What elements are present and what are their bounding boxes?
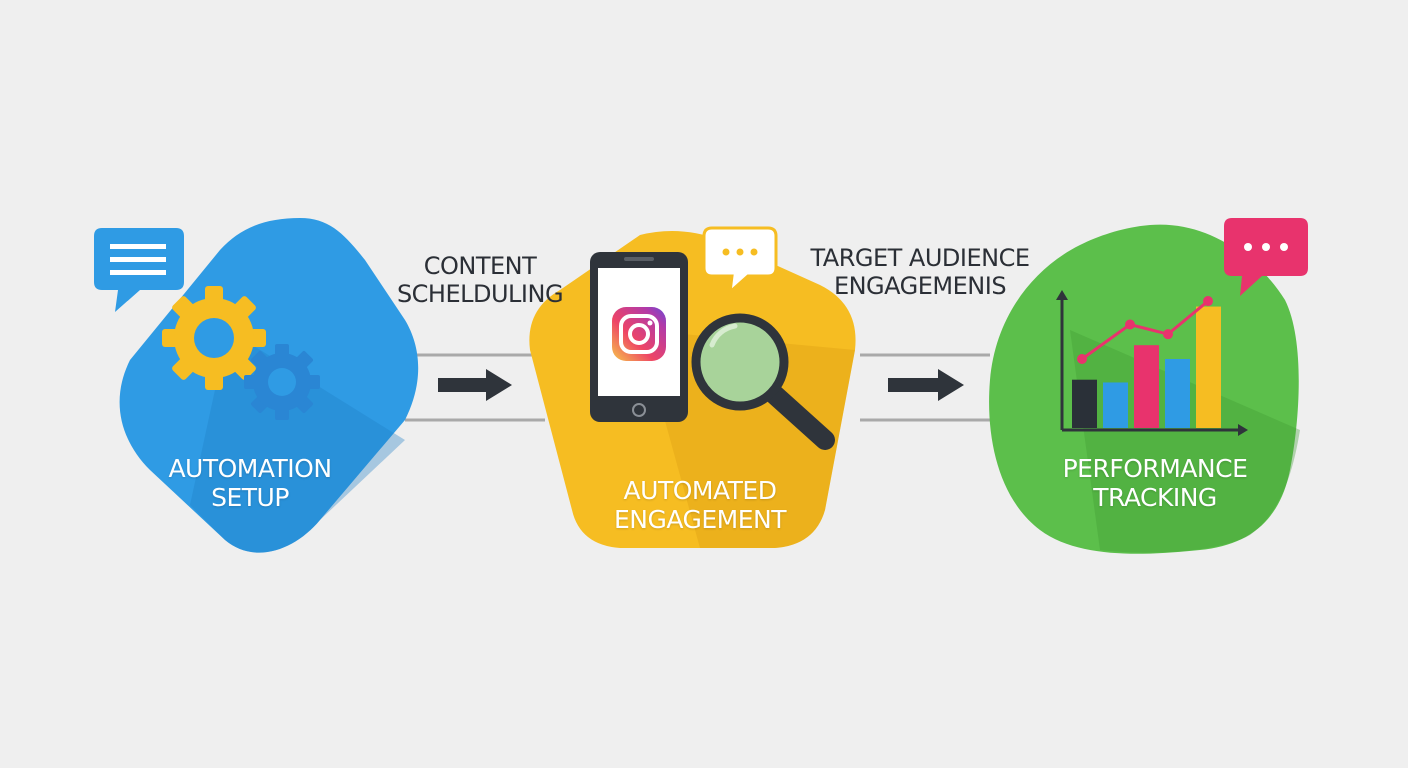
- stage-label-line: SETUP: [211, 483, 289, 512]
- chart-trend-point: [1203, 296, 1213, 307]
- chart-x-axis-arrowhead: [1238, 424, 1248, 436]
- chart-bar: [1072, 379, 1097, 428]
- chat-dots-icon: [1224, 218, 1308, 296]
- instagram-icon: [612, 307, 666, 361]
- chart-trend-point: [1163, 329, 1173, 340]
- chart-trend-point: [1077, 354, 1087, 364]
- stage-label-line: ENGAGEMENT: [613, 505, 787, 534]
- stage-label-line: AUTOMATION: [168, 454, 332, 483]
- stage-label-line: TRACKING: [1093, 483, 1217, 512]
- chart-bar: [1103, 382, 1128, 428]
- chart-bar: [1196, 306, 1221, 428]
- stage-label-line: AUTOMATED: [623, 476, 777, 505]
- connector-label-line: CONTENT: [423, 252, 537, 280]
- arrow-right-icon: [888, 369, 964, 401]
- chat-dots-icon: [702, 226, 778, 296]
- connector-label-target-audience: TARGET AUDIENCE ENGAGEMENIS: [795, 244, 1045, 300]
- arrow-right-icon: [438, 369, 512, 401]
- chart-trend-line: [1081, 299, 1209, 361]
- chat-bubble-icon: [94, 228, 184, 312]
- chart-bar: [1165, 359, 1190, 428]
- bar-chart-icon: [1056, 290, 1248, 436]
- magnifier-icon: [691, 313, 835, 450]
- gear-icon: [244, 344, 320, 420]
- gear-icon: [162, 286, 266, 390]
- connector-label-line: ENGAGEMENIS: [833, 272, 1007, 300]
- chart-trend-point: [1125, 319, 1135, 330]
- chart-bar: [1134, 345, 1159, 428]
- connector-label-line: TARGET AUDIENCE: [810, 244, 1030, 272]
- stage-label-line: PERFORMANCE: [1062, 454, 1248, 483]
- stage-label-performance-tracking: PERFORMANCE TRACKING: [1045, 454, 1265, 512]
- chart-y-axis-arrowhead: [1056, 290, 1068, 300]
- stage-label-automation-setup: AUTOMATION SETUP: [150, 454, 350, 512]
- connector-label-content-scheduling: CONTENT SCHELDULING: [385, 252, 575, 308]
- connector-label-line: SCHELDULING: [396, 280, 564, 308]
- stage-label-automated-engagement: AUTOMATED ENGAGEMENT: [595, 476, 805, 534]
